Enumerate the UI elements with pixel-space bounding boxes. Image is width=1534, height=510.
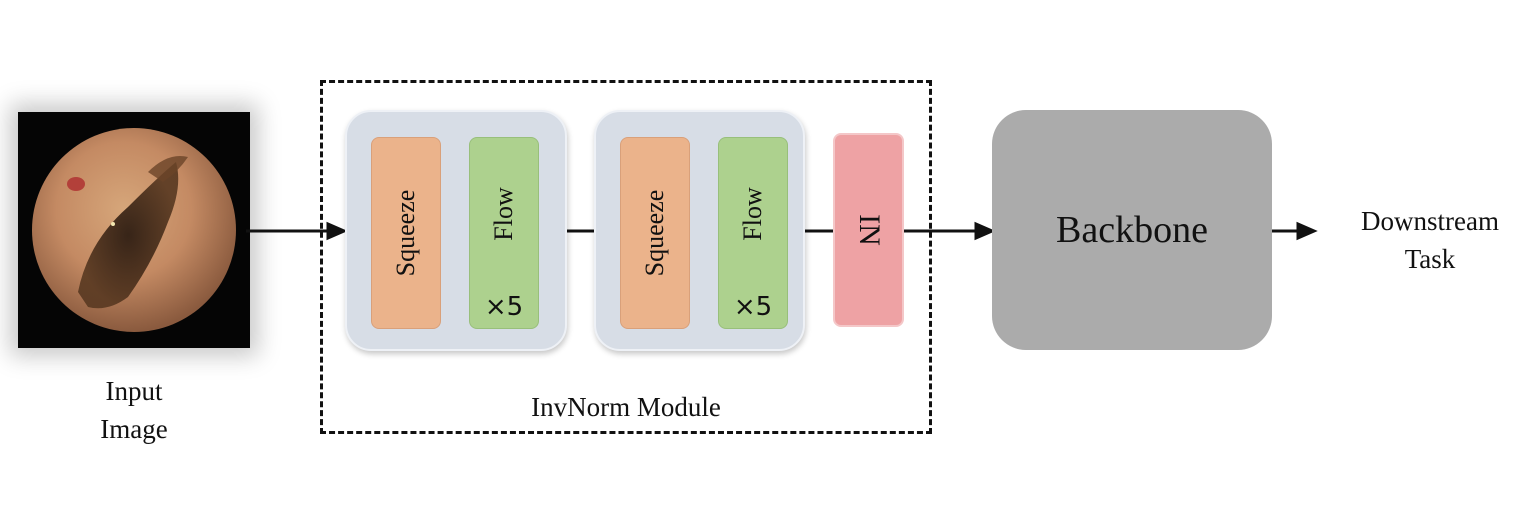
flow-label-2: Flow xyxy=(738,187,767,241)
output-caption-line2: Task xyxy=(1404,244,1456,274)
downstream-task-caption: Downstream Task xyxy=(1330,202,1530,278)
input-image-caption: Input Image xyxy=(64,372,204,448)
instance-norm-block: IN xyxy=(833,133,904,327)
squeeze-block-2: Squeeze xyxy=(620,137,690,329)
backbone-block: Backbone xyxy=(992,110,1272,350)
backbone-label: Backbone xyxy=(1056,209,1208,251)
input-caption-line2: Image xyxy=(100,414,168,444)
squeeze-block-1: Squeeze xyxy=(371,137,441,329)
flow-label-1: Flow xyxy=(489,187,518,241)
invnorm-module-box xyxy=(320,80,932,434)
repeat-label-2: ×5 xyxy=(733,292,773,322)
repeat-label-1: ×5 xyxy=(484,292,524,322)
output-caption-line1: Downstream xyxy=(1361,206,1499,236)
input-caption-line1: Input xyxy=(105,376,163,406)
endoscopy-image xyxy=(18,112,250,348)
input-image xyxy=(18,112,250,348)
module-caption: InvNorm Module xyxy=(531,392,721,422)
in-label: IN xyxy=(852,214,886,246)
input-arrowhead xyxy=(326,221,348,241)
backbone-arrowhead xyxy=(974,221,996,241)
flow-block-1: Flow ×5 xyxy=(469,137,539,329)
flow-group-2: Squeeze Flow ×5 xyxy=(594,110,805,351)
flow-group-1: Squeeze Flow ×5 xyxy=(345,110,567,351)
squeeze-label-2: Squeeze xyxy=(640,189,669,277)
flow-block-2: Flow ×5 xyxy=(718,137,788,329)
task-arrowhead xyxy=(1296,221,1318,241)
squeeze-label-1: Squeeze xyxy=(391,189,420,277)
